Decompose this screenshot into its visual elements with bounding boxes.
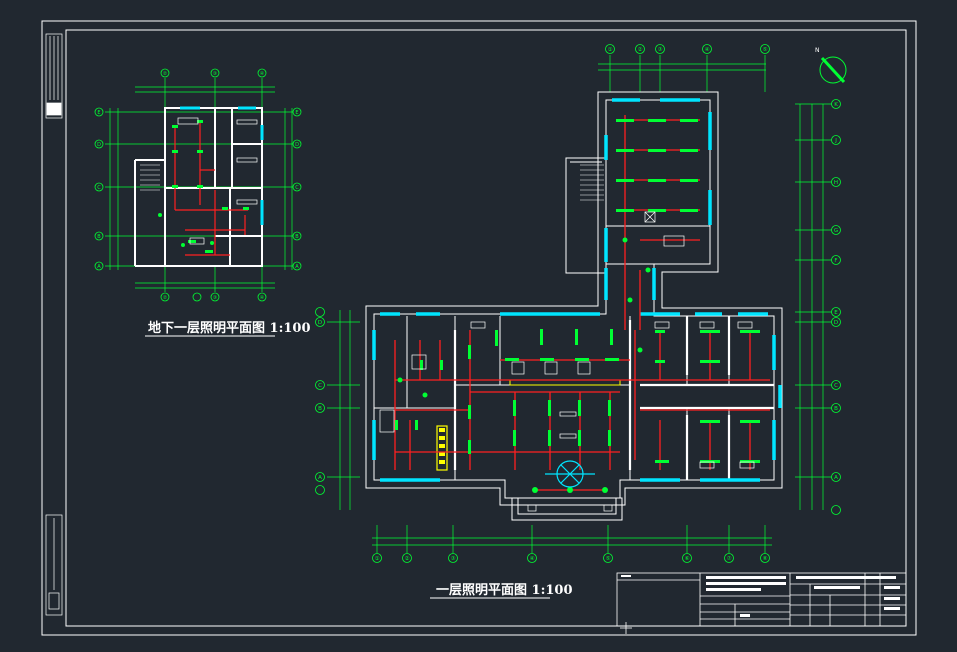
basement-side-axis: B <box>295 234 299 240</box>
ground-bottom-axis: ④ <box>530 556 535 562</box>
ground-right-axis: C <box>834 383 838 389</box>
ground-plan-title: 一层照明平面图 1:100 <box>436 583 573 598</box>
ground-bottom-axis: ③ <box>451 556 456 562</box>
entrance-chandelier-icon <box>545 460 595 488</box>
ground-right-axis: F <box>834 258 837 264</box>
ground-left-axis: A <box>318 475 322 481</box>
ground-bottom-axis: ⑥ <box>685 556 690 562</box>
ground-right-axis: J <box>834 138 837 144</box>
ground-bottom-axis: ② <box>405 555 410 562</box>
basement-side-axis: C <box>295 185 299 191</box>
ground-right-axis: H <box>834 180 838 186</box>
ground-right-axis: A <box>834 475 838 481</box>
title-block <box>616 572 907 627</box>
ground-plan: ① ② ③ ④ ⑤ ① ② ③ ④ ⑤ ⑥ ⑦ ⑧ D C B A K J H … <box>315 44 841 599</box>
basement-top-axis: ③ <box>213 71 217 77</box>
basement-grid-labels: ② ③ ④ ② ③ ④ E D C B A E D C B A <box>97 71 299 301</box>
ground-wiring <box>394 115 770 491</box>
basement-side-axis: D <box>295 142 299 148</box>
basement-walls <box>134 107 263 267</box>
basement-side-axis: E <box>97 110 100 116</box>
ground-top-axis: ④ <box>705 47 710 53</box>
ground-right-axis: K <box>834 102 838 108</box>
basement-light-fixtures <box>158 120 249 253</box>
outer-sheet-border <box>41 20 917 636</box>
ground-grid-labels: ① ② ③ ④ ⑤ ① ② ③ ④ ⑤ ⑥ ⑦ ⑧ D C B A K J H … <box>318 46 838 562</box>
basement-side-axis: D <box>97 142 101 148</box>
svg-text:N: N <box>815 47 820 54</box>
ground-left-axis: B <box>318 406 322 412</box>
basement-top-axis: ④ <box>260 71 265 77</box>
ground-bottom-axis: ⑦ <box>727 555 732 562</box>
basement-side-axis: A <box>295 264 299 270</box>
inner-sheet-border <box>65 29 907 627</box>
basement-side-axis: E <box>295 110 298 116</box>
basement-fixture-outlines <box>177 117 258 245</box>
ground-room-fixtures <box>379 211 755 512</box>
binding-margin-strip <box>45 33 63 616</box>
ground-stair-icon <box>580 164 604 201</box>
distribution-panels <box>436 379 621 471</box>
ground-grid-bubbles <box>315 44 841 563</box>
basement-bottom-axis: ② <box>163 295 168 301</box>
basement-wiring <box>174 122 248 256</box>
basement-plan-title: 地下一层照明平面图 1:100 <box>148 320 311 336</box>
basement-plan: ② ③ ④ ② ③ ④ E D C B A E D C B A <box>94 68 311 337</box>
ground-walls <box>365 91 783 521</box>
ground-windows <box>372 98 782 482</box>
basement-grid-bubbles <box>94 68 302 302</box>
basement-top-axis: ② <box>163 71 168 77</box>
title-block-marker <box>620 622 632 634</box>
basement-side-axis: C <box>97 185 101 191</box>
ground-right-axis: E <box>834 310 838 316</box>
basement-side-axis: B <box>97 234 101 240</box>
basement-bottom-axis: ④ <box>260 295 265 301</box>
ground-top-axis: ③ <box>658 47 663 53</box>
ground-right-axis: B <box>834 406 838 412</box>
ground-walls-inner-fill <box>453 316 774 480</box>
ground-top-axis: ② <box>638 46 643 53</box>
basement-side-axis: A <box>97 264 101 270</box>
ground-left-axis: D <box>318 320 322 326</box>
basement-stair-icon <box>140 164 160 191</box>
ground-left-axis: C <box>318 383 322 389</box>
ground-bottom-axis: ⑤ <box>606 556 611 562</box>
ground-bottom-axis: ① <box>375 556 380 562</box>
ground-top-axis: ⑤ <box>763 47 768 53</box>
ground-right-axis: D <box>834 320 838 326</box>
ground-light-fixtures <box>395 119 760 493</box>
ground-right-axis: G <box>834 228 838 234</box>
basement-windows <box>180 106 264 225</box>
ground-dimensions <box>327 55 835 553</box>
ground-bottom-axis: ⑧ <box>763 556 768 562</box>
north-arrow-icon: N <box>815 47 847 84</box>
ground-top-axis: ① <box>608 47 613 53</box>
basement-bottom-axis: ③ <box>213 295 217 301</box>
